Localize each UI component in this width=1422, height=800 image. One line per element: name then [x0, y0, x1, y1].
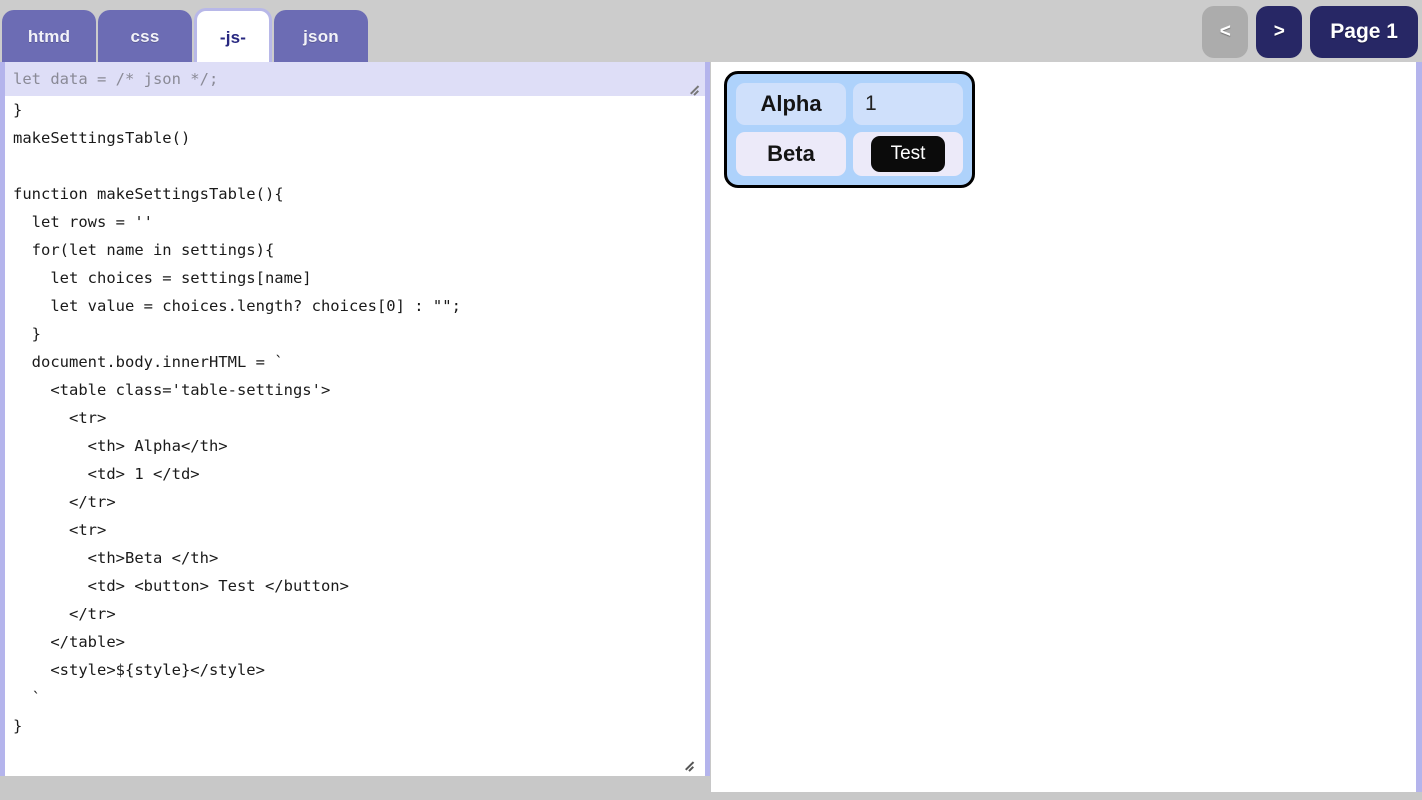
code-editor-content[interactable]: 'beta' : words('a b c d e') } makeSettin…	[13, 73, 461, 735]
tab-json[interactable]: json	[274, 10, 368, 64]
json-data-overlay-field[interactable]: let data = /* json */;	[5, 62, 705, 96]
settings-table: Alpha 1 Beta Test	[724, 71, 975, 188]
tab-css[interactable]: css	[98, 10, 192, 64]
preview-panel: Alpha 1 Beta Test	[711, 62, 1422, 792]
setting-name-beta: Beta	[736, 132, 846, 176]
tab-js[interactable]: -js-	[194, 8, 272, 64]
previous-page-button[interactable]: <	[1202, 6, 1249, 58]
test-button[interactable]: Test	[870, 136, 946, 172]
setting-value-beta: Test	[853, 132, 963, 176]
setting-value-alpha: 1	[853, 83, 963, 125]
json-data-overlay-text: let data = /* json */;	[13, 70, 219, 88]
next-page-button[interactable]: >	[1256, 6, 1303, 58]
page-navigation: < > Page 1	[1202, 6, 1418, 58]
setting-name-alpha: Alpha	[736, 83, 846, 125]
tab-htmd[interactable]: htmd	[2, 10, 96, 64]
tab-strip: htmd css -js- json	[0, 8, 368, 64]
code-editor-panel[interactable]: 'beta' : words('a b c d e') } makeSettin…	[0, 62, 710, 776]
table-row: Alpha 1	[736, 83, 963, 125]
page-indicator-button[interactable]: Page 1	[1310, 6, 1418, 58]
table-row: Beta Test	[736, 132, 963, 176]
editor-resize-handle-icon[interactable]	[683, 757, 697, 771]
overlay-resize-handle-icon[interactable]	[688, 81, 702, 95]
